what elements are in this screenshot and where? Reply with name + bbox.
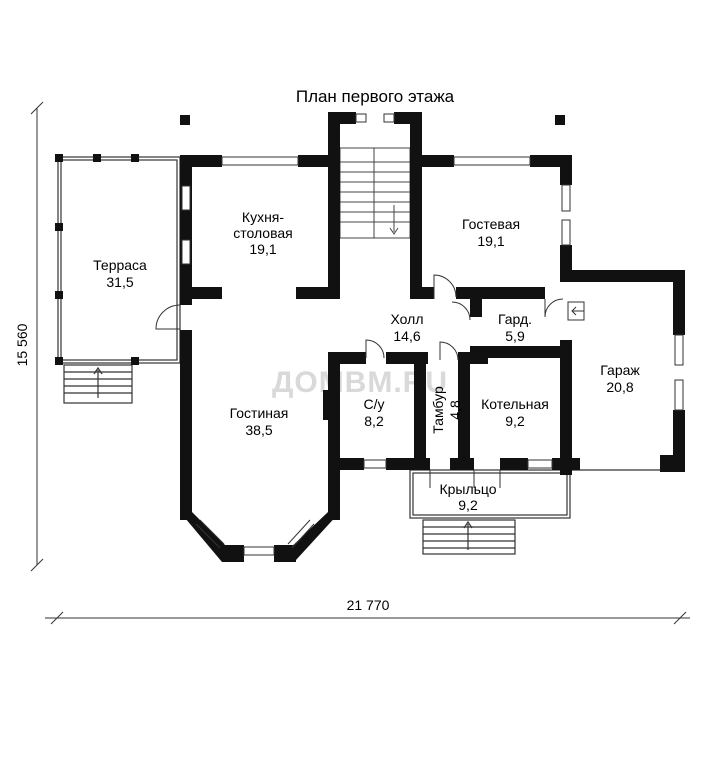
room-name: Холл xyxy=(391,311,424,327)
room-wc: С/у 8,2 xyxy=(364,396,385,429)
dimension-lines xyxy=(30,101,690,625)
room-area: 19,1 xyxy=(249,241,276,257)
room-wardrobe: Гард. 5,9 xyxy=(498,311,532,344)
room-terrace: Терраса 31,5 xyxy=(93,257,147,290)
dimension-width: 21 770 xyxy=(347,597,390,613)
room-area: 9,2 xyxy=(505,413,525,429)
terrace-posts xyxy=(55,115,565,365)
garage-door-icon xyxy=(567,301,585,321)
room-area: 31,5 xyxy=(106,274,133,290)
room-name: Тамбур xyxy=(430,386,446,434)
terrace-outline xyxy=(57,156,181,404)
room-area: 4,8 xyxy=(447,400,463,420)
room-area: 5,9 xyxy=(505,328,525,344)
room-garage: Гараж 20,8 xyxy=(600,362,640,395)
room-name: Гостевая xyxy=(462,216,520,232)
room-area: 9,2 xyxy=(458,497,478,513)
room-name: С/у xyxy=(364,396,385,412)
room-name: Крыльцо xyxy=(439,481,496,497)
staircase xyxy=(339,147,411,239)
doors xyxy=(155,274,564,488)
room-hall: Холл 14,6 xyxy=(391,311,424,344)
room-name: Терраса xyxy=(93,257,147,273)
room-boiler: Котельная 9,2 xyxy=(481,396,549,429)
room-kitchen: Кухня- столовая 19,1 xyxy=(233,209,293,257)
room-guest: Гостевая 19,1 xyxy=(462,216,520,249)
room-area: 14,6 xyxy=(393,328,420,344)
room-name: Гард. xyxy=(498,311,532,327)
room-vestibule: Тамбур 4,8 xyxy=(430,386,463,434)
porch-outline xyxy=(409,469,571,555)
room-porch: Крыльцо 9,2 xyxy=(439,481,496,513)
room-area: 19,1 xyxy=(477,233,504,249)
room-name: Котельная xyxy=(481,396,549,412)
walls xyxy=(180,112,685,562)
plan-title: План первого этажа xyxy=(296,87,455,106)
dimension-height: 15 560 xyxy=(14,323,30,366)
room-living: Гостиная 38,5 xyxy=(230,405,289,438)
room-area: 20,8 xyxy=(606,379,633,395)
room-name: Гостиная xyxy=(230,405,289,421)
room-area: 8,2 xyxy=(364,413,384,429)
room-name-line2: столовая xyxy=(233,225,293,241)
windows xyxy=(181,113,684,556)
room-name-line1: Кухня- xyxy=(242,209,284,225)
room-area: 38,5 xyxy=(245,422,272,438)
bay-windows xyxy=(195,519,315,549)
room-name: Гараж xyxy=(600,362,640,378)
